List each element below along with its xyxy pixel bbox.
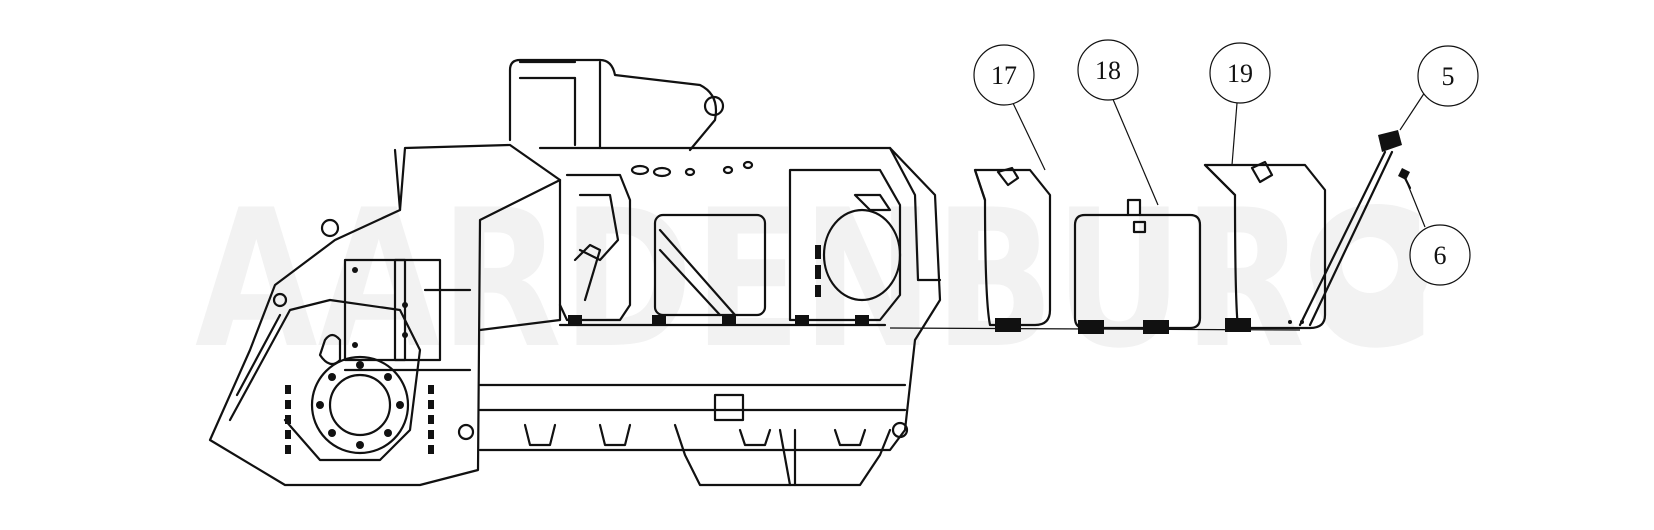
top-holes [630, 160, 754, 178]
main-body [478, 146, 942, 487]
fastener-part-5 [1298, 130, 1402, 327]
callout-label-19: 19 [1227, 59, 1253, 88]
bottom-feet [523, 393, 909, 487]
callout-label-6: 6 [1434, 241, 1447, 270]
callout-label-17: 17 [991, 61, 1017, 90]
callout-19: 19 [1209, 42, 1271, 166]
callout-label-5: 5 [1442, 62, 1455, 91]
watermark-text: AARDENBURG [195, 169, 1435, 390]
side-window-3 [788, 168, 902, 322]
callout-5: 5 [1399, 45, 1479, 131]
side-window-1 [558, 173, 632, 322]
callout-6: 6 [1407, 184, 1471, 286]
callout-label-18: 18 [1095, 56, 1121, 85]
callout-18: 18 [1077, 39, 1159, 206]
cover-plate-19 [1203, 160, 1327, 332]
callout-17: 17 [973, 44, 1046, 171]
cover-plate-17 [973, 166, 1052, 332]
side-window-2 [653, 213, 767, 317]
mount-plate [343, 258, 472, 372]
bottom-bolts [568, 315, 869, 325]
lifting-bracket [508, 58, 725, 152]
watermark-gear-icon [1310, 205, 1430, 325]
bearing-flange [310, 355, 410, 455]
cover-plate-18 [1073, 198, 1202, 334]
main-housing [208, 58, 942, 487]
